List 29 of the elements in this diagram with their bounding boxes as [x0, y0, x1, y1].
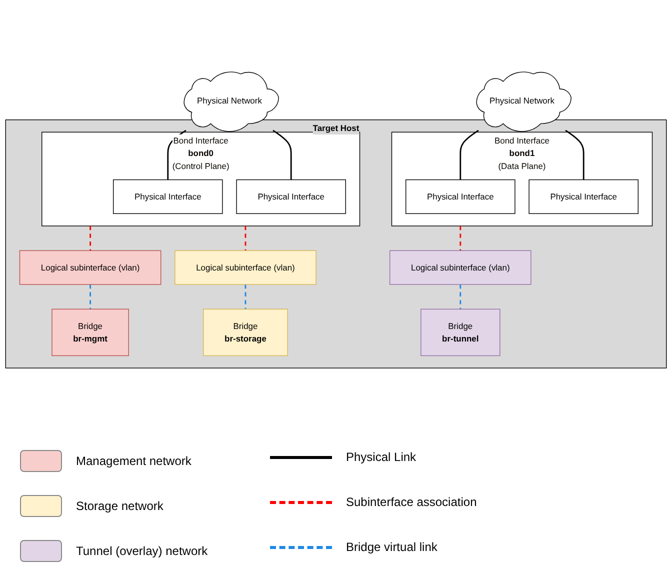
connector: [272, 130, 292, 180]
legend-label: Tunnel (overlay) network: [76, 544, 208, 558]
node-box: [236, 179, 346, 214]
node-box: [420, 308, 500, 356]
connector: [244, 284, 246, 310]
legend-label: Subinterface association: [346, 495, 477, 509]
connector: [460, 226, 462, 251]
node-box: [174, 250, 316, 285]
cluster: [5, 119, 667, 368]
cluster: [42, 132, 360, 226]
node-box: [19, 250, 162, 285]
connector: [90, 284, 91, 310]
legend-label: Physical Link: [346, 450, 416, 464]
connector: [90, 226, 91, 251]
node-box: [390, 250, 532, 285]
legend-label: Storage network: [76, 499, 164, 513]
node-box: [528, 179, 638, 214]
cluster: [391, 132, 653, 226]
connector: [565, 130, 584, 180]
node-box: [203, 308, 288, 356]
connector: [460, 284, 462, 310]
connector: [460, 130, 479, 180]
connector: [244, 226, 246, 251]
node-box: [405, 179, 516, 214]
legend-label: Management network: [76, 454, 192, 468]
node-box: [52, 308, 129, 356]
legend-label: Bridge virtual link: [346, 540, 438, 554]
node-box: [112, 179, 223, 214]
connector: [167, 130, 186, 180]
